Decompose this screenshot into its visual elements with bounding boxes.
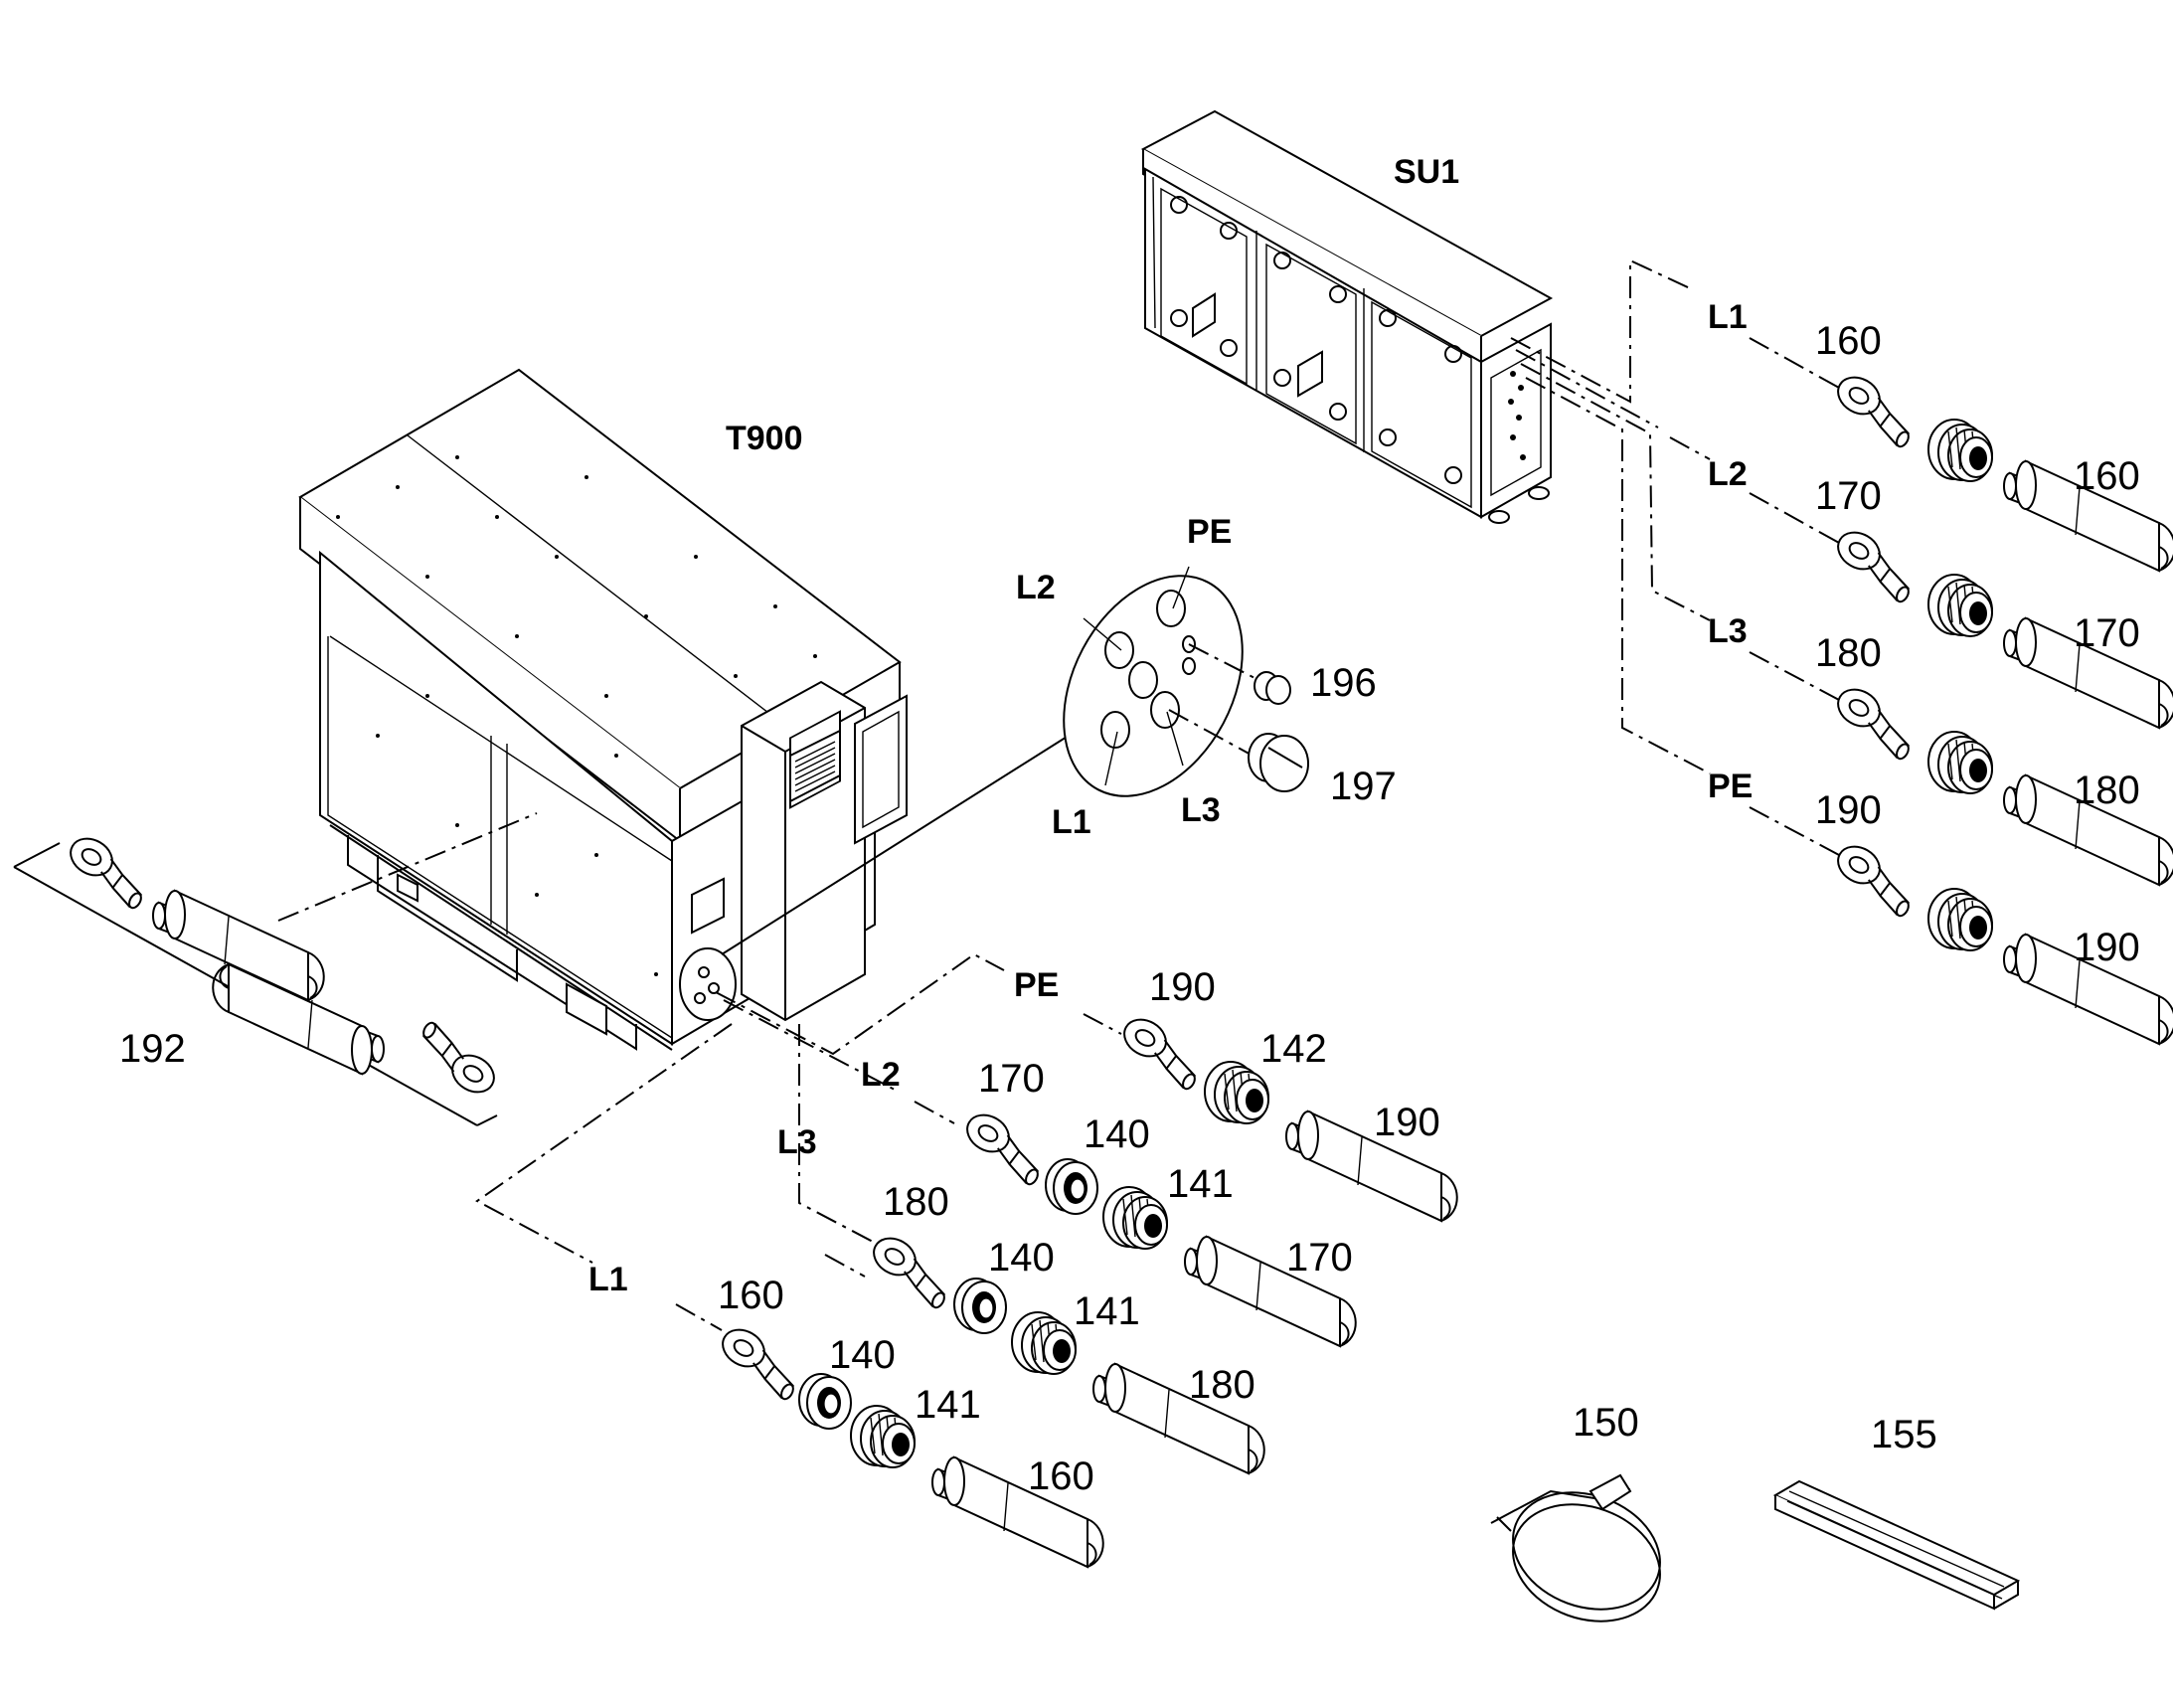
su1-row-l2: L2 170 170 [1708, 455, 2173, 729]
cable-gland-icon [1204, 1061, 1269, 1124]
cable-gland-icon [1927, 419, 1993, 482]
su1-pe-cable-num: 190 [2074, 926, 2140, 969]
t900-label: T900 [726, 420, 803, 457]
ring-lug-icon [408, 1019, 506, 1101]
cable-gland-icon [1102, 1186, 1168, 1250]
t900-l1-reducer-num: 140 [829, 1333, 896, 1377]
ring-lug-icon [1112, 1011, 1211, 1093]
cable-gland-icon [850, 1405, 916, 1468]
ring-lug-icon [1826, 524, 1924, 605]
t900-l2-cable-num: 170 [1286, 1236, 1353, 1280]
su1-l3-cable-num: 180 [2074, 769, 2140, 812]
flange-l1-label: L1 [1052, 803, 1091, 841]
cable-gland-icon [1927, 574, 1993, 637]
ring-lug-icon [1826, 681, 1924, 763]
t900-pe-phase: PE [1014, 966, 1059, 1004]
su1-l1-cable-num: 160 [2074, 454, 2140, 498]
su1-row-l1: L1 160 160 [1708, 298, 2173, 572]
su1-l2-lug-num: 170 [1815, 474, 1882, 518]
t900-cabinet [298, 368, 908, 1051]
cable-gland-icon [1927, 888, 1993, 951]
ring-lug-icon [1826, 838, 1924, 920]
ring-lug-icon [955, 1107, 1054, 1188]
su1-l3-phase: L3 [1708, 612, 1748, 650]
ring-lug-icon [711, 1321, 809, 1403]
su1-row-l3: L3 180 180 [1708, 612, 2173, 886]
t900-l2-reducer-num: 140 [1084, 1112, 1150, 1156]
t900-l1-phase: L1 [588, 1261, 628, 1298]
cable-gland-icon [1011, 1311, 1077, 1375]
reducer-ring-icon [798, 1373, 852, 1430]
plug-large [1248, 733, 1309, 792]
t900-row-l1: L1 160 140 141 160 [588, 1261, 1104, 1568]
su1-pe-lug-num: 190 [1815, 788, 1882, 832]
su1-row-pe: PE 190 190 [1708, 768, 2173, 1045]
su1-l1-phase: L1 [1708, 298, 1748, 336]
reducer-ring-icon [953, 1278, 1007, 1334]
t900-row-pe: PE 190 142 190 [1014, 965, 1458, 1222]
cable-192-assembly [13, 812, 538, 1126]
flange-l2-label: L2 [1016, 569, 1056, 606]
t900-l3-reducer-num: 140 [988, 1236, 1055, 1280]
reducer-ring-icon [1045, 1158, 1098, 1215]
t900-pe-lug-num: 190 [1149, 965, 1216, 1009]
cable-gland-icon [1927, 731, 1993, 794]
ring-lug-icon [59, 830, 157, 912]
flange-l3-label: L3 [1181, 791, 1221, 829]
su1-pe-phase: PE [1708, 768, 1753, 805]
t900-l1-cable-num: 160 [1028, 1454, 1094, 1498]
su1-leader-lines [1510, 258, 1840, 856]
cable-192-label: 192 [119, 1027, 186, 1071]
t900-l3-lug-num: 180 [883, 1180, 949, 1224]
t900-l1-lug-num: 160 [718, 1274, 784, 1317]
t900-row-l2: L2 170 140 141 170 [861, 1056, 1357, 1347]
plug-196-label: 196 [1310, 661, 1377, 705]
t900-l2-gland-num: 141 [1167, 1162, 1234, 1206]
hose-clamp [1490, 1473, 1661, 1623]
t900-l2-phase: L2 [861, 1056, 901, 1094]
ring-lug-icon [1826, 369, 1924, 450]
ring-lug-icon [862, 1230, 960, 1311]
t900-l3-cable-num: 180 [1189, 1363, 1255, 1407]
su1-l3-lug-num: 180 [1815, 631, 1882, 675]
su1-unit [1140, 109, 1554, 524]
t900-l3-gland-num: 141 [1074, 1289, 1140, 1333]
t900-leader-lines [475, 952, 1122, 1331]
su1-l1-lug-num: 160 [1815, 319, 1882, 363]
t900-pe-gland-num: 142 [1260, 1027, 1327, 1071]
su1-l2-phase: L2 [1708, 455, 1748, 493]
clamp-150-label: 150 [1573, 1401, 1639, 1445]
plug-small [1254, 671, 1291, 705]
su1-l2-cable-num: 170 [2074, 611, 2140, 655]
plug-197-label: 197 [1330, 765, 1397, 808]
rubber-strip [1772, 1479, 2021, 1611]
strip-155-label: 155 [1871, 1413, 1937, 1456]
t900-l1-gland-num: 141 [915, 1383, 981, 1427]
t900-l2-lug-num: 170 [978, 1057, 1045, 1101]
t900-row-l3: L3 180 140 141 180 [777, 1123, 1265, 1474]
flange-pe-label: PE [1187, 513, 1232, 551]
t900-pe-cable-num: 190 [1374, 1101, 1440, 1144]
t900-l3-phase: L3 [777, 1123, 817, 1161]
flange-plate [721, 566, 1263, 955]
su1-label: SU1 [1394, 153, 1459, 191]
